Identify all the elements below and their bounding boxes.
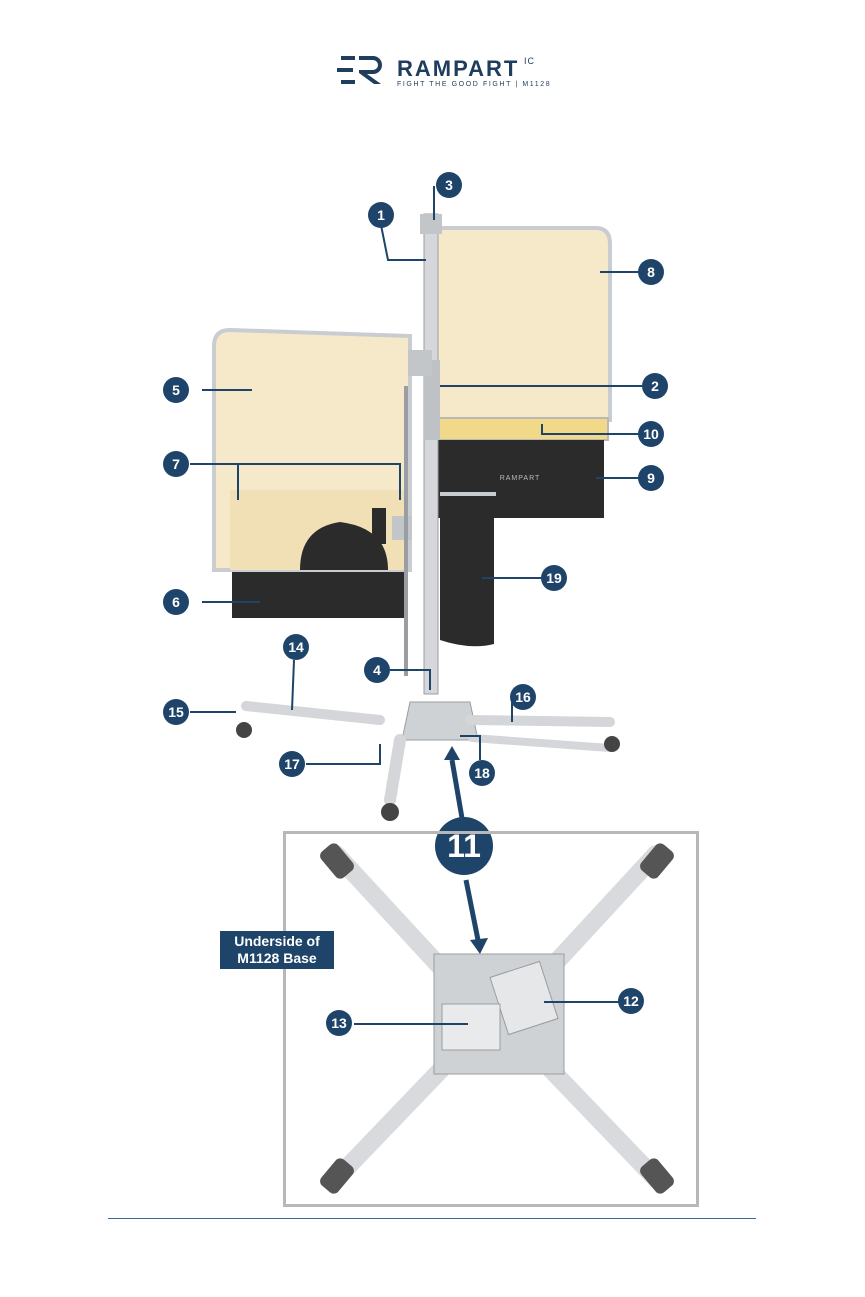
panel-brand-text: RAMPART <box>500 475 541 482</box>
arrow-11-up-head <box>444 746 460 760</box>
underside-base-diagram <box>286 834 696 1204</box>
callout-4: 4 <box>364 657 390 683</box>
underside-plate-13 <box>442 1004 500 1050</box>
panel-label-strip <box>436 418 608 440</box>
callout-1: 1 <box>368 202 394 228</box>
callout-9: 9 <box>638 465 664 491</box>
callout-16: 16 <box>510 684 536 710</box>
leader-line-14 <box>292 660 294 710</box>
drape-panel <box>440 494 494 646</box>
base-leg-right <box>472 738 610 748</box>
hinge-lower <box>392 516 412 540</box>
lower-left-dark-panel <box>232 572 408 618</box>
callout-8: 8 <box>638 259 664 285</box>
callout-10: 10 <box>638 421 664 447</box>
callout-3: 3 <box>436 172 462 198</box>
callout-14: 14 <box>283 634 309 660</box>
callout-17: 17 <box>279 751 305 777</box>
pole-top-cap <box>420 214 442 234</box>
vertical-pole <box>424 214 438 694</box>
caster-wheel <box>236 722 252 738</box>
drape-bar <box>440 492 496 496</box>
underside-label: Underside of M1128 Base <box>220 931 334 969</box>
hinge-upper <box>408 350 432 376</box>
upper-right-panel <box>436 228 610 420</box>
base-leg-back-left <box>246 706 380 720</box>
pull-cable <box>404 386 408 676</box>
callout-6: 6 <box>163 589 189 615</box>
footer-rule <box>108 1218 756 1219</box>
leader-line-17 <box>306 744 380 764</box>
callout-18: 18 <box>469 760 495 786</box>
base-leg-back-right <box>470 720 610 722</box>
callout-19: 19 <box>541 565 567 591</box>
callout-2: 2 <box>642 373 668 399</box>
callout-15: 15 <box>163 699 189 725</box>
caster-wheel <box>381 803 399 821</box>
callout-7: 7 <box>163 451 189 477</box>
arrow-11-up <box>452 760 462 818</box>
base-leg-front <box>390 740 400 800</box>
left-panel-gauge <box>372 508 386 544</box>
underside-inset <box>283 831 699 1207</box>
callout-5: 5 <box>163 377 189 403</box>
caster-wheel <box>604 736 620 752</box>
